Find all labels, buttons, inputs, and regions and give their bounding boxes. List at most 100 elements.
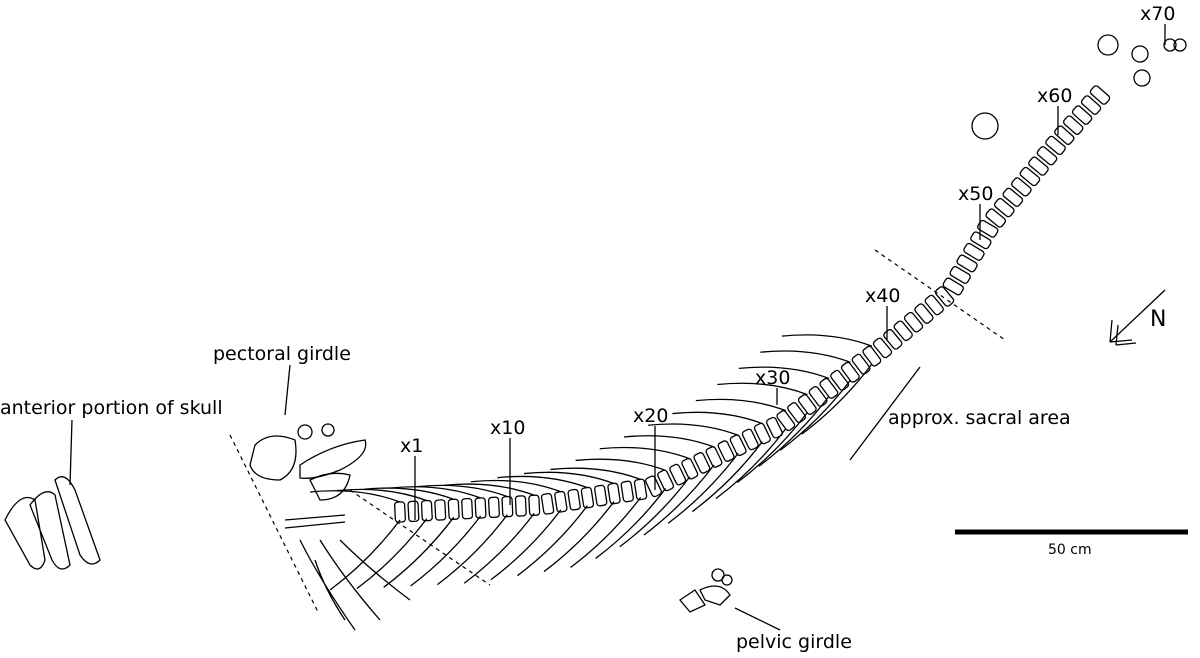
rib — [570, 497, 642, 568]
rib — [717, 382, 808, 396]
vertebra — [474, 497, 487, 519]
rib — [309, 490, 401, 503]
isolated-vertebrae — [971, 34, 1187, 140]
vertebra — [1028, 156, 1049, 176]
dashed-boundary — [349, 489, 491, 586]
vertebra — [963, 242, 985, 261]
vertebra — [851, 353, 871, 375]
vertebra — [1054, 125, 1075, 145]
vertebra — [893, 320, 913, 342]
label-skull: anterior portion of skull — [0, 397, 223, 419]
vertebra — [528, 494, 541, 517]
rib — [758, 395, 830, 467]
rib — [643, 464, 715, 536]
pectoral-girdle-bones — [249, 423, 411, 631]
label-x70: x70 — [1140, 3, 1175, 25]
vertebra — [942, 277, 964, 296]
vertebra — [461, 497, 474, 520]
rib — [619, 476, 691, 548]
rib — [444, 483, 535, 496]
rib — [575, 458, 666, 472]
rib — [336, 488, 428, 502]
vertebra — [872, 337, 893, 359]
ribs — [309, 334, 873, 591]
leader-lines — [69, 24, 1166, 631]
vertebral-column — [394, 85, 1111, 523]
label-x1: x1 — [400, 435, 423, 457]
rib — [417, 484, 508, 498]
label-x40: x40 — [865, 285, 900, 307]
pelvic-girdle-bones — [679, 568, 733, 613]
vertebra — [819, 377, 839, 399]
vertebra — [420, 499, 433, 522]
vertebra — [934, 286, 955, 307]
dashed-boundary — [874, 249, 1006, 341]
north-label: N — [1150, 307, 1166, 332]
dashed-boundary — [229, 434, 319, 613]
vertebra — [514, 495, 527, 517]
rib — [363, 487, 454, 500]
vertebra — [1036, 146, 1058, 166]
vertebra — [1063, 115, 1084, 135]
vertebra — [977, 219, 999, 238]
rib — [390, 486, 481, 499]
vertebra — [883, 329, 903, 350]
vertebra — [862, 345, 882, 367]
rib — [715, 428, 787, 500]
vertebra — [681, 457, 699, 480]
rib — [550, 467, 641, 481]
rib — [437, 514, 508, 586]
rib — [599, 446, 691, 460]
vertebra — [1019, 166, 1041, 187]
vertebra — [1080, 95, 1102, 115]
label-x50: x50 — [958, 183, 993, 205]
vertebra — [669, 463, 687, 486]
vertebra — [540, 492, 555, 515]
rib — [672, 411, 763, 425]
label-x60: x60 — [1037, 85, 1072, 107]
vertebra — [717, 440, 735, 462]
vertebra — [797, 394, 817, 415]
rib — [695, 398, 787, 412]
vertebra — [924, 294, 944, 316]
vertebra — [407, 500, 420, 523]
vertebra — [808, 385, 828, 407]
label-x10: x10 — [490, 417, 525, 439]
label-x30: x30 — [755, 367, 790, 389]
vertebra — [1071, 105, 1093, 125]
rib — [356, 518, 428, 590]
vertebra — [434, 499, 447, 521]
vertebra — [633, 478, 648, 501]
vertebra — [1089, 85, 1111, 105]
rib — [329, 519, 401, 591]
vertebra — [394, 501, 406, 523]
vertebra — [447, 498, 460, 521]
rib — [691, 441, 763, 513]
label-pectoral-girdle: pectoral girdle — [213, 343, 351, 365]
vertebra — [567, 488, 581, 511]
vertebra — [970, 231, 992, 250]
rib — [543, 501, 615, 573]
vertebra — [501, 495, 514, 518]
vertebra — [993, 198, 1015, 218]
vertebra — [620, 480, 634, 503]
label-pelvic-girdle: pelvic girdle — [736, 631, 852, 653]
vertebra — [594, 484, 608, 507]
rib — [490, 509, 562, 581]
rib — [595, 488, 667, 559]
vertebra — [776, 410, 796, 432]
north-arrow-icon — [1109, 289, 1166, 346]
vertebra — [729, 434, 747, 457]
rib — [463, 512, 535, 584]
rib — [470, 479, 562, 493]
label-sacral-area: approx. sacral area — [888, 407, 1071, 429]
vertebra — [644, 475, 663, 498]
rib — [517, 505, 588, 577]
rib — [623, 435, 715, 448]
rib — [760, 350, 851, 363]
rib — [648, 423, 739, 436]
vertebra — [607, 482, 621, 505]
vertebra — [985, 208, 1007, 228]
vertebra — [956, 254, 978, 273]
